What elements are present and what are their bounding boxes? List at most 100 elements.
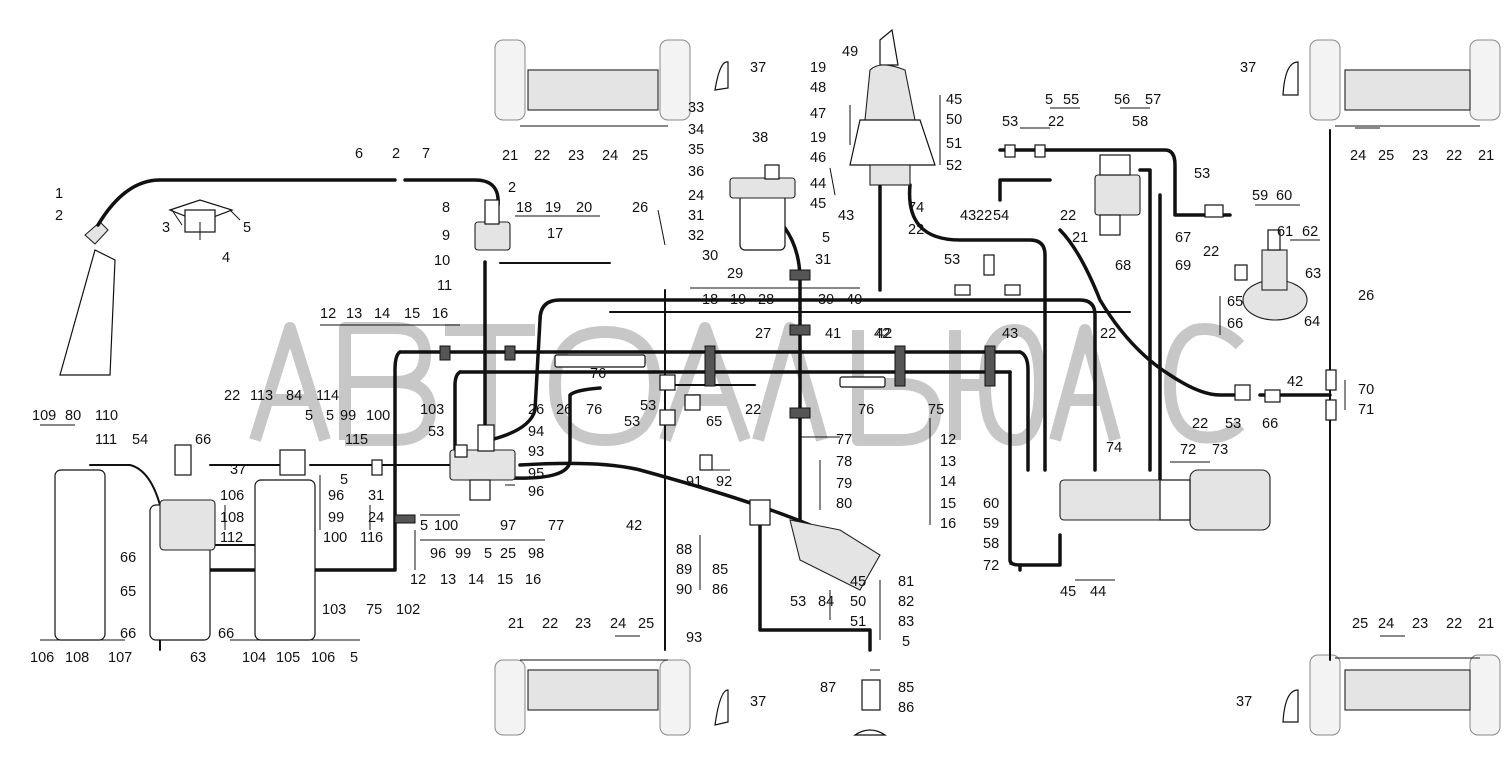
label-34: 34 [688,122,704,138]
label-19d: 19 [810,130,826,146]
label-2b: 2 [392,146,400,162]
label-92: 92 [716,474,732,490]
label-37d: 37 [1236,694,1252,710]
label-66d: 66 [218,626,234,642]
label-3: 3 [162,220,170,236]
label-25c: 25 [638,616,654,632]
label-23b: 23 [575,616,591,632]
label-91: 91 [686,474,702,490]
label-45c: 45 [946,92,962,108]
label-98: 98 [528,546,544,562]
label-81: 81 [898,574,914,590]
fitting-37-b [1282,61,1299,96]
label-37: 37 [230,462,246,478]
label-38: 38 [752,130,768,146]
label-17: 17 [547,226,563,242]
label-116: 116 [360,530,383,546]
label-80b: 80 [836,496,852,512]
label-9: 9 [442,228,450,244]
label-70: 70 [1358,382,1374,398]
label-57: 57 [1145,92,1161,108]
label-89: 89 [676,562,692,578]
label-99c: 99 [455,546,471,562]
label-32: 32 [688,228,704,244]
label-12b: 12 [410,572,426,588]
label-94: 94 [528,424,544,440]
label-15c: 15 [940,496,956,512]
label-16b: 16 [525,572,541,588]
label-23: 23 [568,148,584,164]
label-47: 47 [810,106,826,122]
label-5g: 5 [822,230,830,246]
label-66e: 66 [1227,316,1243,332]
label-105: 105 [276,650,300,666]
label-20: 20 [576,200,592,216]
label-106c: 106 [311,650,335,666]
label-44: 44 [810,176,826,192]
label-21b: 21 [508,616,524,632]
label-85b: 85 [898,680,914,696]
label-77: 77 [548,518,564,534]
label-24f: 24 [1378,616,1394,632]
label-100: 100 [366,408,390,424]
label-76c: 76 [590,366,606,382]
label-2: 2 [55,208,63,224]
label-31c: 31 [815,252,831,268]
label-21: 21 [502,148,518,164]
label-78: 78 [836,454,852,470]
label-24d: 24 [688,188,704,204]
label-53c: 53 [790,594,806,610]
label-69: 69 [1175,258,1191,274]
label-50b: 50 [946,112,962,128]
label-21e: 21 [1478,616,1494,632]
label-22l: 22 [1446,616,1462,632]
label-66: 66 [195,432,211,448]
components [54,28,1337,736]
label-19: 19 [545,200,561,216]
label-16c: 16 [940,516,956,532]
label-5c: 5 [326,408,334,424]
front-right-wheel [1309,39,1501,127]
label-36: 36 [688,164,704,180]
label-62: 62 [1302,224,1318,240]
label-23d: 23 [1412,616,1428,632]
label-99b: 99 [328,510,344,526]
label-22h: 22 [1203,244,1219,260]
label-2c: 2 [508,180,516,196]
label-102: 102 [396,602,420,618]
label-63b: 63 [1305,266,1321,282]
label-113: 113 [250,388,273,404]
leader-lines [40,95,1405,671]
label-41: 41 [825,326,841,342]
label-111: 111 [95,432,117,448]
label-43: 43 [838,208,854,224]
label-18b: 18 [702,292,718,308]
label-80: 80 [65,408,81,424]
label-37e: 37 [750,694,766,710]
label-73: 73 [1212,442,1228,458]
label-26c: 26 [1358,288,1374,304]
label-97: 97 [500,518,516,534]
label-53h: 53 [640,398,656,414]
rear-right-wheel [1309,654,1501,736]
label-43b: 43 [960,208,976,224]
label-53: 53 [428,424,444,440]
label-19c: 19 [810,60,826,76]
label-88: 88 [676,542,692,558]
label-5i: 5 [1045,92,1053,108]
label-93b: 93 [686,630,702,646]
label-107: 107 [108,650,132,666]
label-110: 110 [95,408,118,424]
label-53g: 53 [1225,416,1241,432]
label-74: 74 [908,200,924,216]
label-31: 31 [368,488,384,504]
label-76b: 76 [858,402,874,418]
label-115: 115 [345,432,368,448]
label-7: 7 [422,146,430,162]
label-42d: 42 [876,326,892,342]
label-54b: 54 [993,208,1009,224]
label-66c: 66 [120,626,136,642]
label-87: 87 [820,680,836,696]
label-104: 104 [242,650,266,666]
label-75: 75 [366,602,382,618]
